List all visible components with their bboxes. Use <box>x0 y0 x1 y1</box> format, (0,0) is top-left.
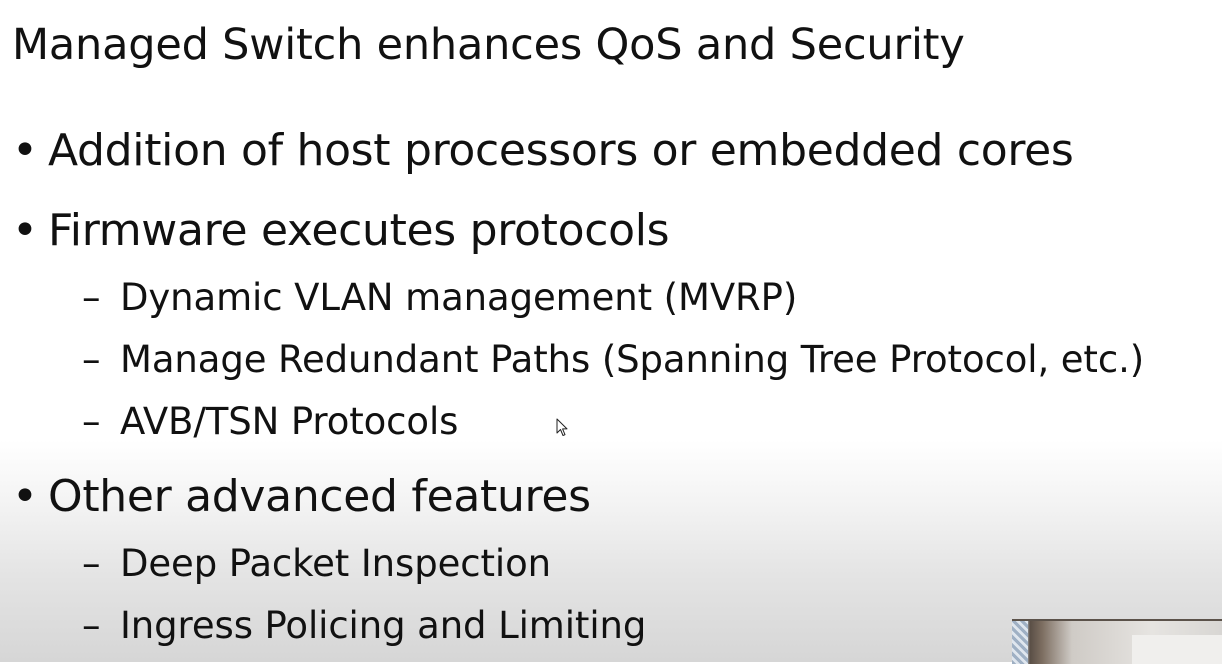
webcam-background-wall <box>1132 635 1222 664</box>
webcam-curtain-edge <box>1012 621 1028 664</box>
sub-bullet-item: –AVB/TSN Protocols <box>82 399 458 445</box>
sub-bullet-text: Deep Packet Inspection <box>120 542 551 585</box>
slide-title: Managed Switch enhances QoS and Security <box>12 20 965 70</box>
mouse-pointer-icon <box>556 418 568 438</box>
sub-bullet-text: Dynamic VLAN management (MVRP) <box>120 276 798 319</box>
sub-bullet-marker: – <box>82 604 101 647</box>
webcam-video-overlay <box>1012 619 1222 664</box>
sub-bullet-item: –Ingress Policing and Limiting <box>82 603 646 649</box>
bullet-marker: • <box>12 125 38 176</box>
sub-bullet-marker: – <box>82 400 101 443</box>
sub-bullet-marker: – <box>82 338 101 381</box>
sub-bullet-marker: – <box>82 542 101 585</box>
sub-bullet-item: –Deep Packet Inspection <box>82 541 551 587</box>
sub-bullet-item: –Dynamic VLAN management (MVRP) <box>82 275 797 321</box>
bullet-marker: • <box>12 205 38 256</box>
sub-bullet-text: Ingress Policing and Limiting <box>120 604 647 647</box>
bullet-item: •Addition of host processors or embedded… <box>12 123 1074 179</box>
bullet-text: Addition of host processors or embedded … <box>48 125 1074 176</box>
sub-bullet-marker: – <box>82 276 101 319</box>
sub-bullet-item: –Manage Redundant Paths (Spanning Tree P… <box>82 337 1144 383</box>
bullet-text: Other advanced features <box>48 471 591 522</box>
sub-bullet-text: AVB/TSN Protocols <box>120 400 459 443</box>
bullet-item: •Firmware executes protocols <box>12 203 670 259</box>
bullet-text: Firmware executes protocols <box>48 205 670 256</box>
bullet-item: •Other advanced features <box>12 469 591 525</box>
sub-bullet-text: Manage Redundant Paths (Spanning Tree Pr… <box>120 338 1145 381</box>
bullet-marker: • <box>12 471 38 522</box>
